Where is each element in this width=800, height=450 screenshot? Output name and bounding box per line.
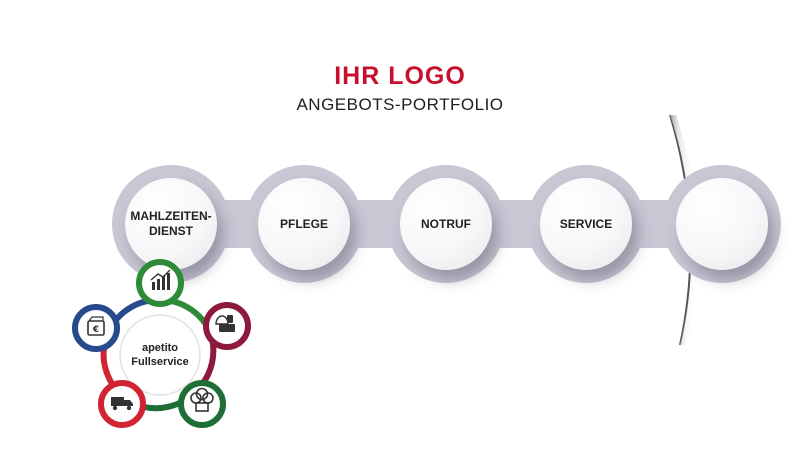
svg-text:€: €: [92, 325, 99, 335]
label-notruf: NOTRUF: [421, 217, 471, 231]
chef-hat-icon: [190, 387, 214, 412]
cluster-label-fullservice: Fullservice: [131, 356, 188, 368]
label-service: SERVICE: [559, 217, 613, 231]
cluster-label-apetito: apetito: [142, 342, 178, 354]
cluster-node-cloche[interactable]: [203, 302, 251, 350]
portfolio-item-notruf[interactable]: [400, 178, 492, 270]
apetito-fullservice-cluster: € apetito Fullservice: [72, 259, 251, 428]
chart-icon: [150, 269, 171, 290]
truck-icon: [111, 397, 133, 411]
portfolio-subtitle: ANGEBOTS-PORTFOLIO: [296, 95, 504, 114]
cluster-node-chart[interactable]: [136, 259, 184, 307]
cluster-node-chef-hat[interactable]: [178, 380, 226, 428]
cluster-node-euro[interactable]: €: [72, 304, 120, 352]
label-mahlzeitendienst: MAHLZEITEN- DIENST: [130, 209, 212, 238]
portfolio-item-partial: [676, 178, 768, 270]
portfolio-item-mahlzeitendienst[interactable]: [125, 178, 217, 270]
portfolio-item-service[interactable]: [540, 178, 632, 270]
euro-icon: €: [87, 316, 105, 336]
label-pflege: PFLEGE: [279, 217, 328, 231]
portfolio-item-pflege[interactable]: [258, 178, 350, 270]
cloche-icon: [215, 315, 235, 332]
logo-title: IHR LOGO: [334, 62, 466, 90]
cluster-node-truck[interactable]: [98, 380, 146, 428]
